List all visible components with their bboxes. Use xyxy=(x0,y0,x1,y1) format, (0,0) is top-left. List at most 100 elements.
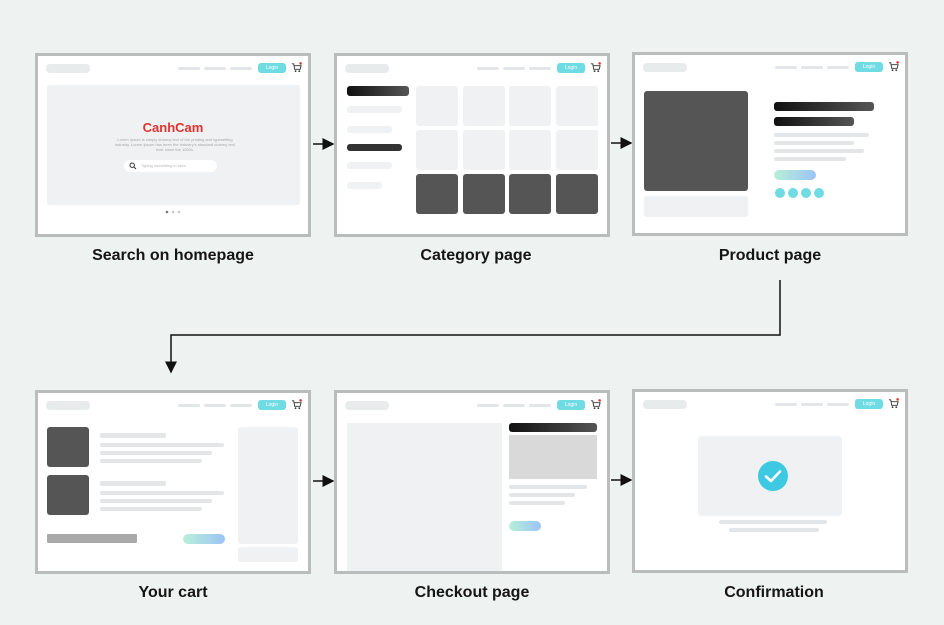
navbar: Login xyxy=(635,55,905,79)
cart-icon[interactable] xyxy=(590,62,601,73)
product-tile[interactable] xyxy=(509,86,551,126)
cart-page-wireframe: Login xyxy=(35,390,311,574)
logo-placeholder xyxy=(643,63,687,72)
cart-item-image xyxy=(47,475,89,515)
summary-line xyxy=(509,493,575,497)
product-tile[interactable] xyxy=(509,130,551,170)
product-tile[interactable] xyxy=(463,174,505,214)
nav-link xyxy=(503,404,525,407)
checkout-summary-title xyxy=(509,423,597,432)
sidebar-item[interactable] xyxy=(347,162,392,169)
search-icon xyxy=(129,162,137,170)
hero-text: Lorem Ipsum is simply dummy text of the … xyxy=(115,137,235,152)
logo-placeholder xyxy=(46,401,90,410)
step-caption: Checkout page xyxy=(414,584,530,601)
search-placeholder: Typing something in here xyxy=(141,163,186,168)
arrow-down-connector xyxy=(165,280,781,374)
nav-link xyxy=(827,66,849,69)
navbar: Login xyxy=(337,393,607,417)
nav-link xyxy=(775,403,797,406)
step-caption: Category page xyxy=(420,247,532,264)
nav-link xyxy=(178,67,200,70)
product-tile[interactable] xyxy=(463,130,505,170)
nav-link xyxy=(230,67,252,70)
product-tile[interactable] xyxy=(416,174,458,214)
check-icon xyxy=(758,461,788,491)
cart-item-line xyxy=(100,499,212,503)
product-tile[interactable] xyxy=(416,86,458,126)
login-button[interactable]: Login xyxy=(855,62,883,72)
summary-line xyxy=(509,485,587,489)
sidebar-item[interactable] xyxy=(347,106,402,113)
nav-link xyxy=(801,66,823,69)
checkout-page-wireframe: Login xyxy=(334,390,610,574)
step-caption: Search on homepage xyxy=(92,247,254,264)
cart-icon[interactable] xyxy=(291,399,302,410)
nav-link xyxy=(775,66,797,69)
sidebar-item[interactable] xyxy=(347,182,382,189)
logo-placeholder xyxy=(345,64,389,73)
place-order-button[interactable] xyxy=(509,521,541,531)
confirmation-line xyxy=(719,520,827,524)
checkout-form-area[interactable] xyxy=(347,423,502,571)
sidebar-item-active[interactable] xyxy=(347,86,409,96)
confirmation-page-wireframe: Login xyxy=(632,389,908,573)
nav-link xyxy=(178,404,200,407)
login-button[interactable]: Login xyxy=(557,400,585,410)
logo-placeholder xyxy=(643,400,687,409)
cart-item-line xyxy=(100,433,166,438)
product-page-wireframe: Login xyxy=(632,52,908,236)
sidebar-item-active[interactable] xyxy=(347,144,402,151)
search-bar[interactable]: Typing something in here xyxy=(124,160,217,172)
description-line xyxy=(774,149,864,153)
cart-icon[interactable] xyxy=(888,398,899,409)
category-page-wireframe: Login xyxy=(334,53,610,237)
cart-icon[interactable] xyxy=(888,61,899,72)
nav-link xyxy=(529,404,551,407)
logo-placeholder xyxy=(345,401,389,410)
cart-item-line xyxy=(100,481,166,486)
navbar: Login xyxy=(38,393,308,417)
product-tile[interactable] xyxy=(556,174,598,214)
logo-placeholder xyxy=(46,64,90,73)
product-tile[interactable] xyxy=(463,86,505,126)
login-button[interactable]: Login xyxy=(258,63,286,73)
nav-link xyxy=(477,67,499,70)
nav-link xyxy=(204,404,226,407)
step-caption: Your cart xyxy=(138,584,208,601)
summary-line xyxy=(509,501,565,505)
nav-link xyxy=(529,67,551,70)
navbar: Login xyxy=(337,56,607,80)
product-tile[interactable] xyxy=(556,86,598,126)
product-tile[interactable] xyxy=(416,130,458,170)
product-tile[interactable] xyxy=(556,130,598,170)
cart-icon[interactable] xyxy=(590,399,601,410)
hero-banner xyxy=(47,85,300,205)
product-title-line xyxy=(774,117,854,126)
add-to-cart-button[interactable] xyxy=(774,170,816,180)
cart-item-line xyxy=(100,491,224,495)
product-tile[interactable] xyxy=(509,174,551,214)
step-caption: Confirmation xyxy=(724,584,824,601)
cart-item-image xyxy=(47,427,89,467)
login-button[interactable]: Login xyxy=(258,400,286,410)
cart-icon[interactable] xyxy=(291,62,302,73)
sidebar-item[interactable] xyxy=(347,126,392,133)
carousel-dots[interactable] xyxy=(164,210,184,214)
cart-item-line xyxy=(100,451,212,455)
checkout-summary-box xyxy=(509,435,597,479)
navbar: Login xyxy=(38,56,308,80)
product-title-line xyxy=(774,102,874,111)
brand-logo: CanhCam xyxy=(142,120,204,135)
cart-item-line xyxy=(100,507,202,511)
product-thumbnail-strip[interactable] xyxy=(644,196,748,217)
nav-link xyxy=(477,404,499,407)
order-summary-footer xyxy=(238,547,298,562)
login-button[interactable]: Login xyxy=(855,399,883,409)
login-button[interactable]: Login xyxy=(557,63,585,73)
nav-link xyxy=(230,404,252,407)
variant-swatches[interactable] xyxy=(774,187,828,199)
cart-total-bar xyxy=(47,534,137,543)
checkout-button[interactable] xyxy=(183,534,225,544)
